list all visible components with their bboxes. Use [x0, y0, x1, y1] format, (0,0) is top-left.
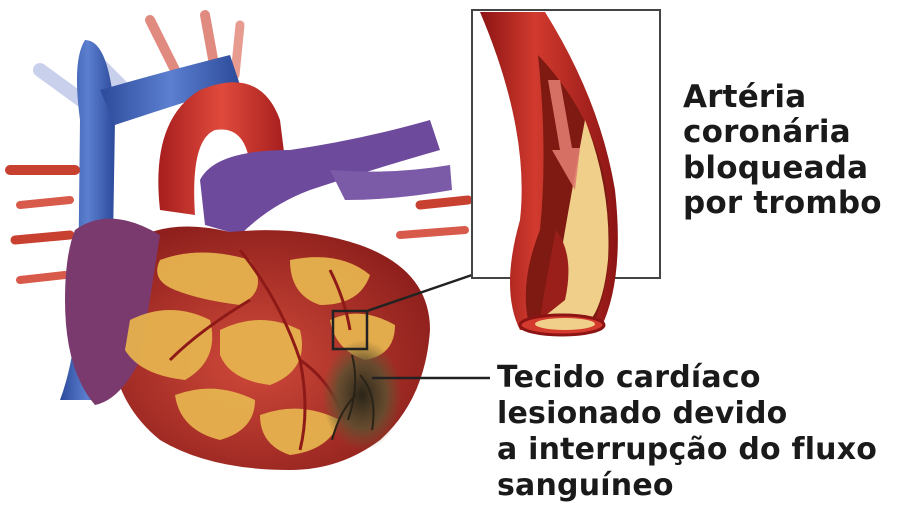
label-line: por trombo: [683, 186, 882, 221]
enlarged-artery: [480, 12, 618, 335]
label-line: lesionado devido: [497, 396, 877, 432]
label-line: bloqueada: [683, 151, 882, 186]
label-line: Tecido cardíaco: [497, 360, 877, 396]
right-vessels: [400, 200, 468, 235]
label-damaged-tissue: Tecido cardíaco lesionado devido a inter…: [497, 360, 877, 504]
label-line: a interrupção do fluxo: [497, 432, 877, 468]
label-line: Artéria: [683, 80, 882, 115]
label-line: sanguíneo: [497, 468, 877, 504]
label-blocked-artery: Artéria coronária bloqueada por trombo: [683, 80, 882, 221]
left-vessels: [10, 170, 75, 280]
label-line: coronária: [683, 115, 882, 150]
